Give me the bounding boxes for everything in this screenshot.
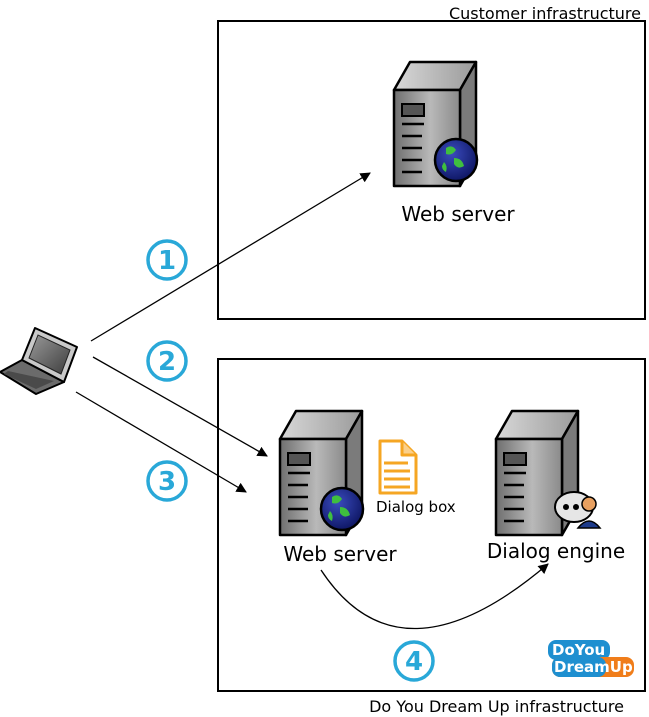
step-3-number: 3 [158, 467, 176, 497]
dialog-engine-label: Dialog engine [487, 539, 625, 563]
logo-line-2: DreamUp [554, 658, 633, 676]
step-2-number: 2 [158, 347, 176, 377]
customer-web-server [392, 60, 479, 188]
step-2-marker: 2 [146, 340, 188, 382]
doyoudreamup-logo: DoYou DreamUp [548, 640, 634, 677]
logo-line-1: DoYou [552, 641, 605, 659]
dialog-box-label: Dialog box [376, 498, 456, 516]
dydu-infrastructure-label: Do You Dream Up infrastructure [369, 697, 624, 716]
step-1-number: 1 [158, 246, 176, 276]
customer-infrastructure-region: Customer infrastructure [217, 4, 646, 320]
laptop-icon [0, 327, 78, 395]
dydu-web-server [278, 409, 365, 537]
arrow-step-4 [320, 563, 549, 630]
globe-icon [319, 486, 365, 532]
dydu-infrastructure-region: Do You Dream Up infrastructure [217, 358, 646, 716]
arrow-step-1 [90, 172, 371, 342]
document-icon [378, 439, 418, 495]
step-3-marker: 3 [146, 460, 188, 502]
arrow-step-2 [92, 356, 268, 457]
bot-avatar-icon [554, 491, 602, 529]
arrow-step-3 [75, 391, 247, 493]
customer-infrastructure-label: Customer infrastructure [449, 4, 641, 23]
globe-icon [433, 137, 479, 183]
step-4-number: 4 [405, 647, 423, 677]
arrows [75, 172, 549, 630]
step-4-marker: 4 [393, 640, 435, 682]
dydu-web-server-label: Web server [283, 542, 397, 566]
customer-web-server-label: Web server [401, 202, 515, 226]
step-1-marker: 1 [146, 239, 188, 281]
